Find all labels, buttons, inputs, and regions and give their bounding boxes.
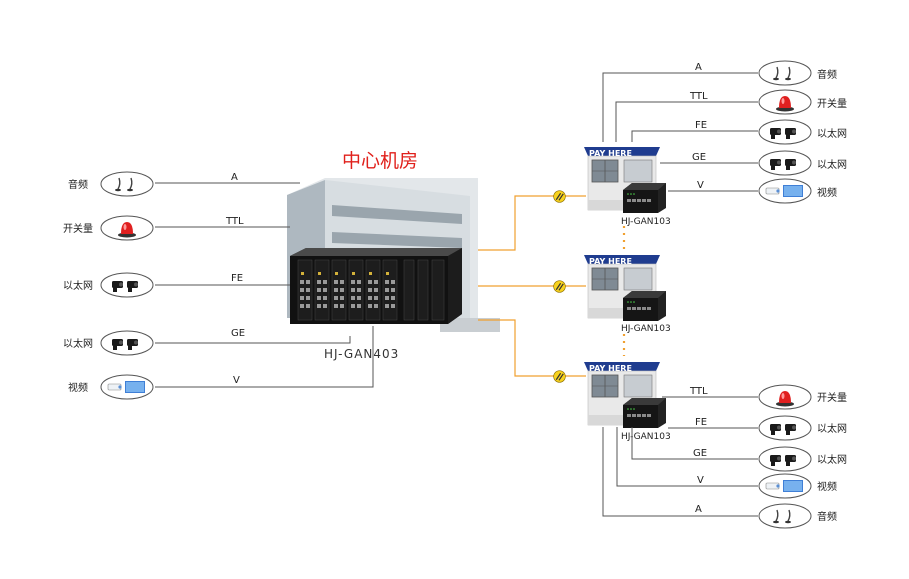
toll-booth-middle: PAY HERE HJ-GAN103 <box>583 254 671 334</box>
bottom-endpoint-switch: 开关量 <box>758 384 847 410</box>
bottom-booth-links: TTL FE GE V A <box>602 386 758 517</box>
fiber-links <box>478 190 626 383</box>
bottom-line-label: A <box>695 504 702 515</box>
bottom-endpoints: 开关量 以太网 以太网 视频 音频 <box>758 384 847 529</box>
left-endpoint-ethernet-fe: 以太网 <box>63 272 154 298</box>
top-endpoint-ethernet-fe: 以太网 <box>758 119 847 145</box>
top-line-label: V <box>697 180 704 191</box>
central-device-label: HJ-GAN403 <box>324 347 399 361</box>
booth-sign: PAY HERE <box>589 364 632 373</box>
left-endpoint-video: 视频 <box>68 374 154 400</box>
left-line-label: A <box>231 172 238 183</box>
left-line-label: FE <box>231 273 243 284</box>
bottom-device-label: 开关量 <box>817 391 847 404</box>
top-line-label: A <box>695 62 702 73</box>
fiber-splice-icon <box>553 370 566 383</box>
bottom-line-label: GE <box>693 448 707 459</box>
left-device-label: 视频 <box>68 381 88 394</box>
bottom-endpoint-audio: 音频 <box>758 503 837 529</box>
hj-gan403-chassis <box>290 248 462 324</box>
left-endpoint-audio: 音频 <box>68 171 154 197</box>
bottom-device-label: 音频 <box>817 510 837 523</box>
top-endpoint-switch: 开关量 <box>758 89 847 115</box>
remote-device-label: HJ-GAN103 <box>621 432 671 442</box>
left-device-label: 开关量 <box>63 222 93 235</box>
bottom-device-label: 以太网 <box>817 422 847 435</box>
fiber-splice-icon <box>553 280 566 293</box>
hj-gan103-device <box>623 398 666 428</box>
left-device-label: 以太网 <box>63 279 93 292</box>
top-device-label: 开关量 <box>817 97 847 110</box>
remote-device-label: HJ-GAN103 <box>621 324 671 334</box>
booth-sign: PAY HERE <box>589 257 632 266</box>
remote-device-label: HJ-GAN103 <box>621 217 671 227</box>
left-links: A TTL FE GE V <box>155 172 374 388</box>
left-endpoint-ethernet-ge: 以太网 <box>63 330 154 356</box>
top-line-label: TTL <box>689 91 708 102</box>
bottom-line-label: V <box>697 475 704 486</box>
top-endpoints: 音频 开关量 以太网 以太网 视频 <box>758 60 847 204</box>
top-endpoint-audio: 音频 <box>758 60 837 86</box>
top-line-label: GE <box>692 152 706 163</box>
bottom-line-label: TTL <box>689 386 708 397</box>
bottom-device-label: 以太网 <box>817 453 847 466</box>
top-booth-links: A TTL FE GE V <box>602 62 758 192</box>
left-line-label: GE <box>231 328 245 339</box>
bottom-endpoint-video: 视频 <box>758 473 837 499</box>
top-device-label: 音频 <box>817 68 837 81</box>
top-endpoint-ethernet-ge: 以太网 <box>758 150 847 176</box>
top-device-label: 视频 <box>817 186 837 199</box>
fiber-splice-icon <box>553 190 566 203</box>
bottom-endpoint-ethernet-fe: 以太网 <box>758 415 847 441</box>
left-line-label: TTL <box>225 216 244 227</box>
left-device-label: 音频 <box>68 178 88 191</box>
top-endpoint-video: 视频 <box>758 178 837 204</box>
hj-gan103-device <box>623 183 666 213</box>
bottom-endpoint-ethernet-ge: 以太网 <box>758 446 847 472</box>
left-device-label: 以太网 <box>63 337 93 350</box>
bottom-device-label: 视频 <box>817 480 837 493</box>
central-room-title: 中心机房 <box>342 150 418 172</box>
toll-booth-top: PAY HERE HJ-GAN103 <box>583 146 671 227</box>
top-device-label: 以太网 <box>817 127 847 140</box>
booth-sign: PAY HERE <box>589 149 632 158</box>
left-line-label: V <box>233 375 240 386</box>
hj-gan103-device <box>623 291 666 321</box>
top-line-label: FE <box>695 120 707 131</box>
toll-booth-bottom: PAY HERE HJ-GAN103 <box>583 361 671 442</box>
top-device-label: 以太网 <box>817 158 847 171</box>
left-endpoint-switch: 开关量 <box>63 215 154 241</box>
bottom-line-label: FE <box>695 417 707 428</box>
